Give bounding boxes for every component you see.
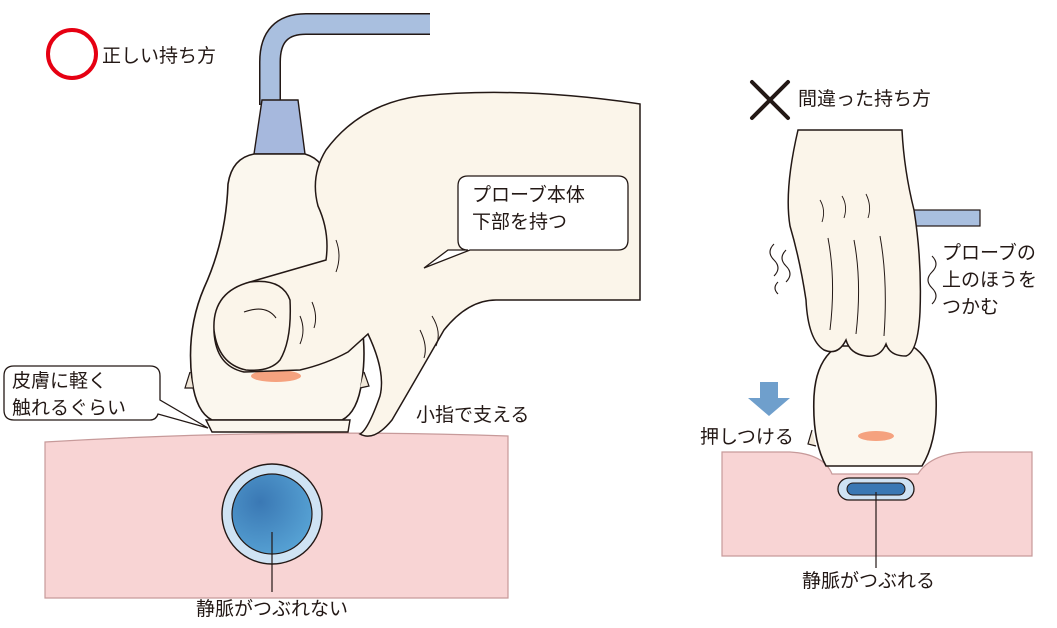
grip-note-line-1: プローブの [942, 240, 1037, 267]
press-note: 押しつける [700, 424, 794, 450]
grip-note-line-2: 上のほうを [942, 267, 1037, 294]
callout-skin-line-2: 触れるぐらい [12, 395, 126, 422]
grip-note-line-3: つかむ [942, 294, 1037, 321]
correct-grip-title: 正しい持ち方 [102, 43, 216, 69]
callout-skin-text: 皮膚に軽く 触れるぐらい [12, 368, 126, 422]
shake-lines-right [928, 256, 936, 304]
probe-neck-left [254, 100, 305, 154]
grip-note-right: プローブの 上のほうを つかむ [942, 240, 1037, 321]
callout-probe-line-2: 下部を持つ [472, 209, 585, 236]
vein-caption-left: 静脈がつぶれない [196, 596, 348, 622]
wrong-cross-icon [752, 82, 788, 118]
probe-marker-right [858, 431, 894, 441]
callout-probe-text: プローブ本体 下部を持つ [472, 182, 585, 236]
probe-cable-left [270, 24, 430, 105]
right-panel [722, 82, 1032, 568]
probe-body-right [814, 346, 936, 466]
shake-lines-left [770, 244, 790, 294]
wrong-grip-title: 間違った持ち方 [798, 86, 931, 112]
callout-skin-line-1: 皮膚に軽く [12, 368, 126, 395]
press-down-arrow-icon [748, 382, 790, 416]
left-panel [4, 24, 640, 598]
probe-cable-right [912, 210, 980, 226]
skin-tissue-right [722, 452, 1032, 556]
correct-circle-icon [48, 30, 96, 78]
pinky-support-note: 小指で支える [416, 402, 529, 428]
callout-probe-line-1: プローブ本体 [472, 182, 585, 209]
vein-caption-right: 静脈がつぶれる [802, 568, 935, 594]
